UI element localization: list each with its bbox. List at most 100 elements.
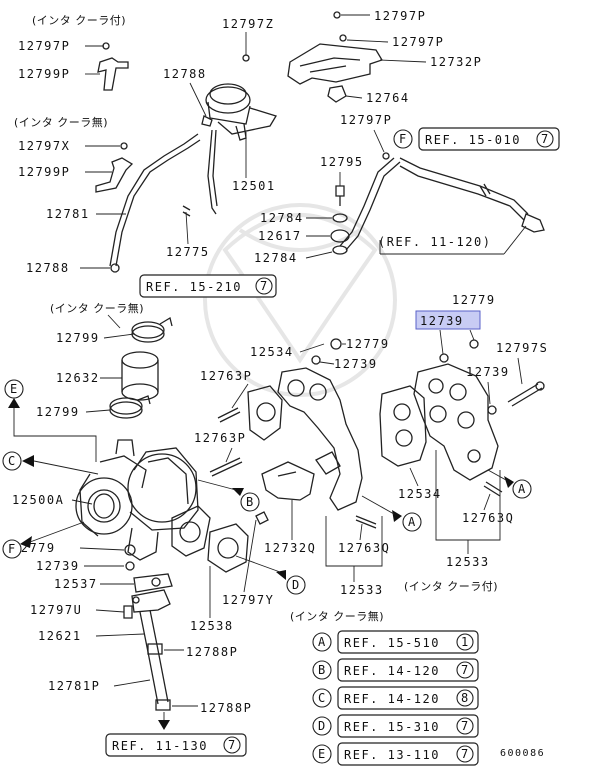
leader [189,82,207,117]
bracket-part [97,57,129,91]
label-12788-b: 12788 [26,261,70,275]
leader [346,39,389,43]
label-12799p-b: 12799P [18,165,70,179]
turbine-outlet-12534 [277,367,363,511]
legend-num: 1 [461,635,470,649]
leader [85,409,111,413]
leader [379,59,427,63]
leader [319,361,335,365]
legend-letter: C [318,691,327,705]
label-12799-b: 12799 [36,405,80,419]
ref-text: REF. 11-130 [112,739,208,753]
label-12797p-d: 12797P [340,113,392,127]
nut-part [311,355,321,365]
legend-text: REF. 14-120 [344,664,440,678]
clip-part [182,205,191,217]
union-part [330,229,350,243]
leader [95,633,145,637]
leader [373,129,385,153]
leader [503,225,527,255]
bolt-part [339,34,347,42]
leader [517,357,523,385]
leader [487,381,491,405]
bracket-part [95,157,134,193]
leader [95,609,125,613]
label-12784-a: 12784 [260,211,304,225]
bracket-leader-12533-b [435,450,501,541]
bolt-head [535,381,545,391]
legend-row-e: E REF. 13-110 7 [312,742,479,766]
leader [225,447,233,463]
leader [103,333,135,339]
leader [439,329,444,355]
label-12799-a: 12799 [56,331,100,345]
highlighted-part-box [415,310,481,330]
ref-box [105,733,247,757]
leader [469,329,475,341]
legend-letter: E [318,747,327,761]
label-12797z: 12797Z [222,17,274,31]
oil-pipe-12781-edge [109,133,199,267]
washer-part [332,245,348,255]
bolt-part [255,511,269,525]
ref-num: 7 [541,132,550,146]
hose-clamp-12799-a [131,316,173,343]
ref-f-15-010: F REF. 15-010 7 [393,127,560,151]
label-12534-a: 12534 [250,345,294,359]
arrow-down-icon [158,720,170,730]
note-intercooler-without-b: (インタ クーラ無) [50,301,144,315]
stud-part [217,407,241,423]
label-12501: 12501 [232,179,276,193]
nut-part [124,544,136,556]
stud-part [483,481,503,497]
stud-part [355,515,377,529]
banjo-bolt [335,185,345,206]
leader [71,499,93,505]
leader [359,523,363,541]
stud-part [209,457,243,477]
bolt-part [242,54,250,62]
water-pipe-b [345,161,401,251]
ref-num: 7 [260,279,269,293]
leader [243,519,257,593]
leader [299,343,325,353]
callout-letter: A [408,515,417,529]
leader [345,95,363,99]
ref-11-130: REF. 11-130 7 [105,733,247,757]
ref-circle-num [536,130,554,148]
legend-text: REF. 14-120 [344,692,440,706]
ref-num: 7 [228,738,237,752]
clamp-part [327,85,347,103]
leader [483,493,491,511]
callout-letter: C [8,454,17,468]
label-12764: 12764 [366,91,410,105]
callout-circle [393,129,413,149]
legend-num: 7 [461,747,470,761]
label-12538: 12538 [190,619,234,633]
callout-letter: F [399,132,408,146]
label-12797y: 12797Y [222,593,274,607]
label-12775: 12775 [166,245,210,259]
label-12763p-a: 12763P [200,369,252,383]
label-12799p-a: 12799P [18,67,70,81]
gasket-turbo-outlet [171,505,211,557]
label-12763q-a: 12763Q [338,541,390,555]
label-12797u: 12797U [30,603,82,617]
ref-box [139,274,277,298]
bolt-part [123,605,133,619]
callout-a-right: A [487,469,532,499]
heat-shield-ribs [299,57,361,73]
legend-row-b: B REF. 14-120 7 [312,658,479,682]
leader [107,314,121,329]
legend-text: REF. 15-310 [344,720,440,734]
label-12797x: 12797X [18,139,70,153]
leader [409,467,419,487]
label-12739-c: 12739 [36,559,80,573]
label-12617: 12617 [258,229,302,243]
diagram-number: 600086 [500,748,545,759]
ref-text: (REF. 11-120) [378,235,491,249]
ref-box [418,127,560,151]
label-12763q-b: 12763Q [462,511,514,525]
stud-bolt [507,383,543,407]
legend-text: REF. 13-110 [344,748,440,762]
